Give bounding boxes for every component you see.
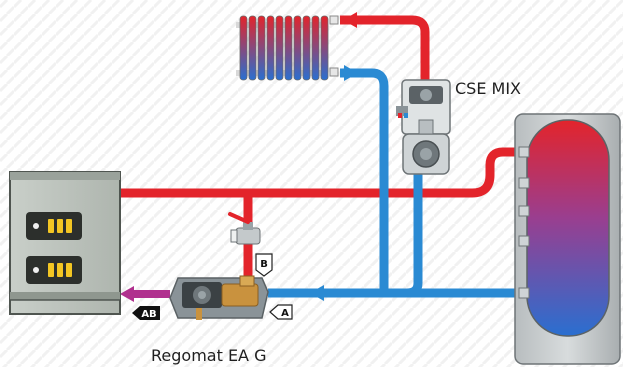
boiler <box>9 171 121 315</box>
cse-mix-label: CSE MIX <box>455 79 521 98</box>
port-ab-label: AB <box>141 309 156 320</box>
radiator-supply-pipe <box>340 15 430 120</box>
radiator-return-arrow <box>344 65 358 81</box>
regomat-label: Regomat EA G <box>151 346 266 365</box>
port-a-tag: A <box>269 304 293 320</box>
radiator-return-pipe <box>340 68 389 290</box>
mixed-outlet-arrow <box>120 286 134 302</box>
regomat-unit <box>169 275 269 320</box>
radiator-supply-arrow <box>343 12 357 28</box>
pipes <box>120 12 530 302</box>
ball-valve <box>228 212 261 245</box>
boiler-control-panel-2 <box>26 256 82 284</box>
port-b-tag: B <box>255 253 273 277</box>
return-flow-arrow <box>310 285 324 301</box>
boiler-control-panel-1 <box>26 212 82 240</box>
cse-mix-unit <box>396 79 451 175</box>
port-a-label: A <box>281 308 289 319</box>
port-b-label: B <box>260 259 268 270</box>
radiator <box>236 15 339 81</box>
port-ab-tag: AB <box>132 306 160 320</box>
buffer-tank <box>514 113 621 365</box>
hot-flow-pipe <box>120 147 520 198</box>
